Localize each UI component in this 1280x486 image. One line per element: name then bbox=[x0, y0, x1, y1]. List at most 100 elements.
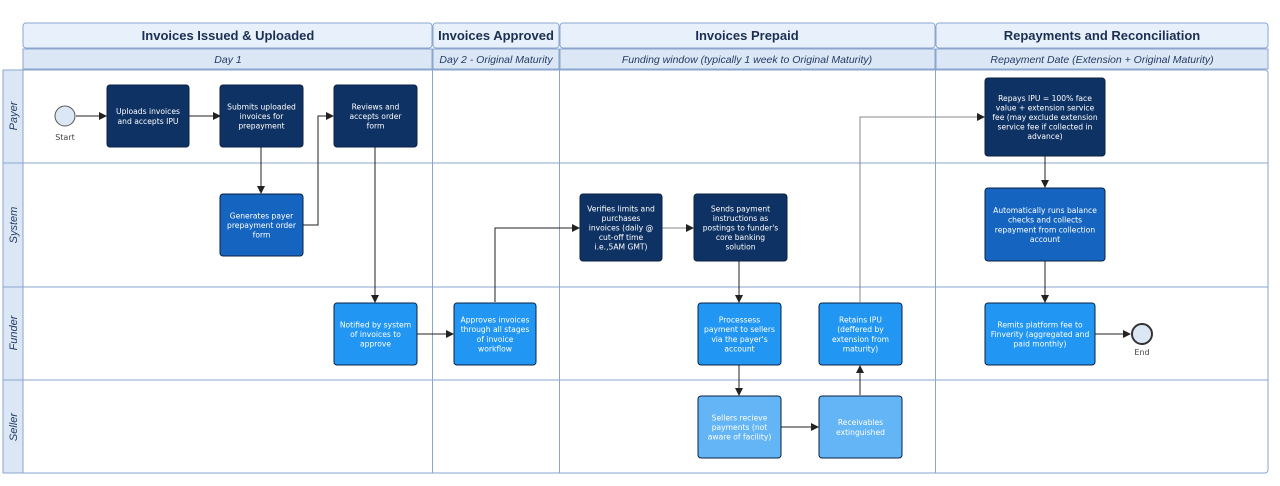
box-shape bbox=[984, 302, 1096, 366]
box-text-line: of invoices to bbox=[350, 330, 401, 339]
box-text-line: form bbox=[367, 122, 385, 131]
box-shape bbox=[106, 84, 190, 148]
box-text-line: Retains IPU bbox=[839, 316, 882, 325]
phase-sub-1 bbox=[22, 48, 433, 70]
box-text-line: instructions as bbox=[713, 214, 769, 223]
box-text-line: Finverity (aggregated and bbox=[991, 330, 1090, 339]
box-text-line: paid monthly) bbox=[1013, 340, 1066, 349]
box-text-line: checks and collects bbox=[1008, 216, 1082, 225]
arrow-generate-to-review bbox=[303, 112, 334, 226]
box-text-line: solution bbox=[725, 243, 755, 252]
box-text-line: Remits platform fee to bbox=[997, 320, 1083, 329]
box-text-line: via the payer's bbox=[711, 335, 767, 344]
grid-lines bbox=[23, 70, 1268, 473]
box-text-line: approve bbox=[360, 340, 391, 349]
box-text-line: workflow bbox=[478, 344, 512, 353]
box-shape bbox=[984, 77, 1106, 157]
box-text-line: payment to sellers bbox=[704, 325, 775, 334]
box-text-line: (deffered by bbox=[837, 325, 884, 334]
end-event: End bbox=[1131, 323, 1153, 357]
box-text-line: accepts order bbox=[349, 112, 402, 121]
lane-label-funder: Funder bbox=[8, 314, 20, 350]
box-text-line: account bbox=[724, 344, 754, 353]
box-text-line: value + extension service bbox=[996, 103, 1095, 112]
phase-subtitles: Day 1 Day 2 - Original Maturity Funding … bbox=[22, 48, 1269, 70]
box-shape bbox=[818, 395, 903, 459]
lane-header-seller bbox=[2, 379, 24, 474]
box-shape bbox=[219, 84, 304, 148]
phase-title-4: Repayments and Reconciliation bbox=[1004, 28, 1201, 43]
box-shape bbox=[818, 302, 903, 366]
box-text-line: service fee if collected in bbox=[998, 123, 1093, 132]
box-text-line: Sellers recieve bbox=[712, 413, 768, 422]
box-text-line: and accepts IPU bbox=[118, 117, 179, 126]
arrow-approve-to-verify bbox=[494, 224, 580, 302]
box-shape bbox=[984, 187, 1106, 262]
box-text-line: maturity) bbox=[843, 344, 879, 353]
box-text-line: Submits uploaded bbox=[227, 102, 296, 111]
box-text-line: through all stages bbox=[461, 325, 530, 334]
box-text-line: i.e.,5AM GMT) bbox=[594, 243, 647, 252]
lane-labels: Payer System Funder Seller bbox=[2, 69, 24, 474]
box-shape bbox=[333, 302, 418, 366]
box-shape bbox=[697, 395, 782, 459]
start-event: Start bbox=[54, 105, 76, 142]
phase-title-2: Invoices Approved bbox=[438, 28, 554, 43]
end-label: End bbox=[1134, 348, 1149, 357]
phase-header-1 bbox=[22, 22, 433, 49]
box-text-line: prepayment bbox=[238, 122, 284, 131]
box-text-line: Repays IPU = 100% face bbox=[998, 94, 1092, 103]
phase-title-1: Invoices Issued & Uploaded bbox=[142, 28, 315, 43]
box-shape bbox=[579, 193, 663, 262]
box-text-line: Generates payer bbox=[230, 211, 294, 220]
box-text-line: account bbox=[1030, 235, 1060, 244]
box-text-line: of invoice bbox=[477, 335, 514, 344]
arrow-retain-to-repay bbox=[859, 113, 985, 302]
box-text-line: extension from bbox=[832, 335, 889, 344]
box-text-line: payments (not bbox=[712, 423, 768, 432]
box-text-line: core banking bbox=[716, 233, 765, 242]
phase-title-3: Invoices Prepaid bbox=[695, 28, 798, 43]
phase-subtitle-2: Day 2 - Original Maturity bbox=[439, 54, 553, 66]
box-text-line: Verifies limits and bbox=[587, 204, 655, 213]
box-text-line: Automatically runs balance bbox=[993, 206, 1097, 215]
box-text-line: prepayment order bbox=[227, 221, 297, 230]
box-text-line: aware of facility) bbox=[708, 433, 772, 442]
phase-header-2 bbox=[432, 22, 560, 49]
phase-subtitle-4: Repayment Date (Extension + Original Mat… bbox=[990, 54, 1213, 66]
box-text-line: extinguished bbox=[836, 428, 885, 437]
box-text-line: advance) bbox=[1027, 132, 1062, 141]
box-text-line: purchases bbox=[602, 214, 641, 223]
box-text-line: cut-off time bbox=[599, 233, 644, 242]
connectors bbox=[76, 112, 1131, 431]
box-text-line: postings to funder's bbox=[703, 224, 779, 233]
phase-header-3 bbox=[559, 22, 936, 49]
box-shape bbox=[333, 84, 418, 148]
phase-header-4 bbox=[935, 22, 1269, 49]
box-shape bbox=[453, 302, 537, 366]
box-text-line: Processess bbox=[719, 316, 760, 325]
box-text-line: form bbox=[253, 231, 271, 240]
box-shape bbox=[697, 302, 782, 366]
box-text-line: fee (may exclude extension bbox=[992, 113, 1097, 122]
box-text-line: Notified by system bbox=[340, 320, 411, 329]
box-text-line: Receivables bbox=[838, 418, 883, 427]
box-text-line: Reviews and bbox=[352, 102, 400, 111]
box-shape bbox=[693, 193, 788, 262]
box-text-line: Sends payment bbox=[711, 204, 770, 213]
box-text-line: invoices (daily @ bbox=[589, 224, 654, 233]
phase-headers: Invoices Issued & Uploaded Invoices Appr… bbox=[22, 22, 1269, 49]
box-text-line: Uploads invoices bbox=[116, 107, 180, 116]
start-label: Start bbox=[55, 133, 75, 142]
